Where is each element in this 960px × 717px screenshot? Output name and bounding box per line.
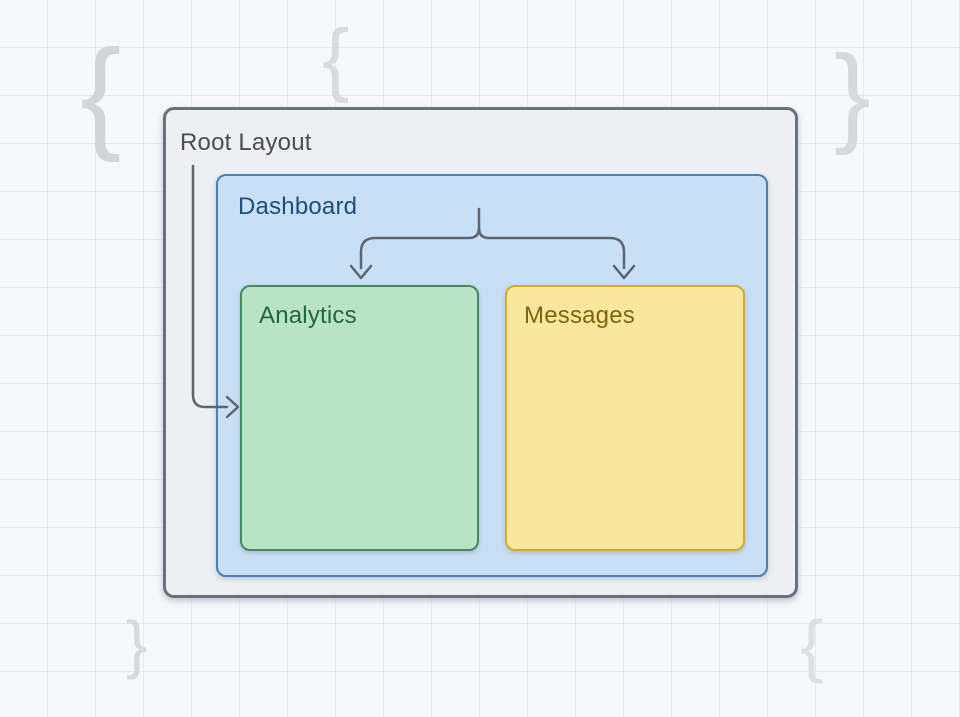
curly-brace-decoration: { [80,25,122,163]
analytics-label: Analytics [259,302,357,329]
root-layout-label: Root Layout [180,129,312,156]
curly-brace-decoration: { [800,606,824,684]
curly-brace-decoration: } [834,33,871,156]
messages-label: Messages [524,302,635,329]
analytics-node [240,285,479,551]
messages-node [505,285,745,551]
curly-brace-decoration: } [126,608,148,680]
curly-brace-decoration: { [322,13,350,104]
dashboard-label: Dashboard [238,193,358,220]
